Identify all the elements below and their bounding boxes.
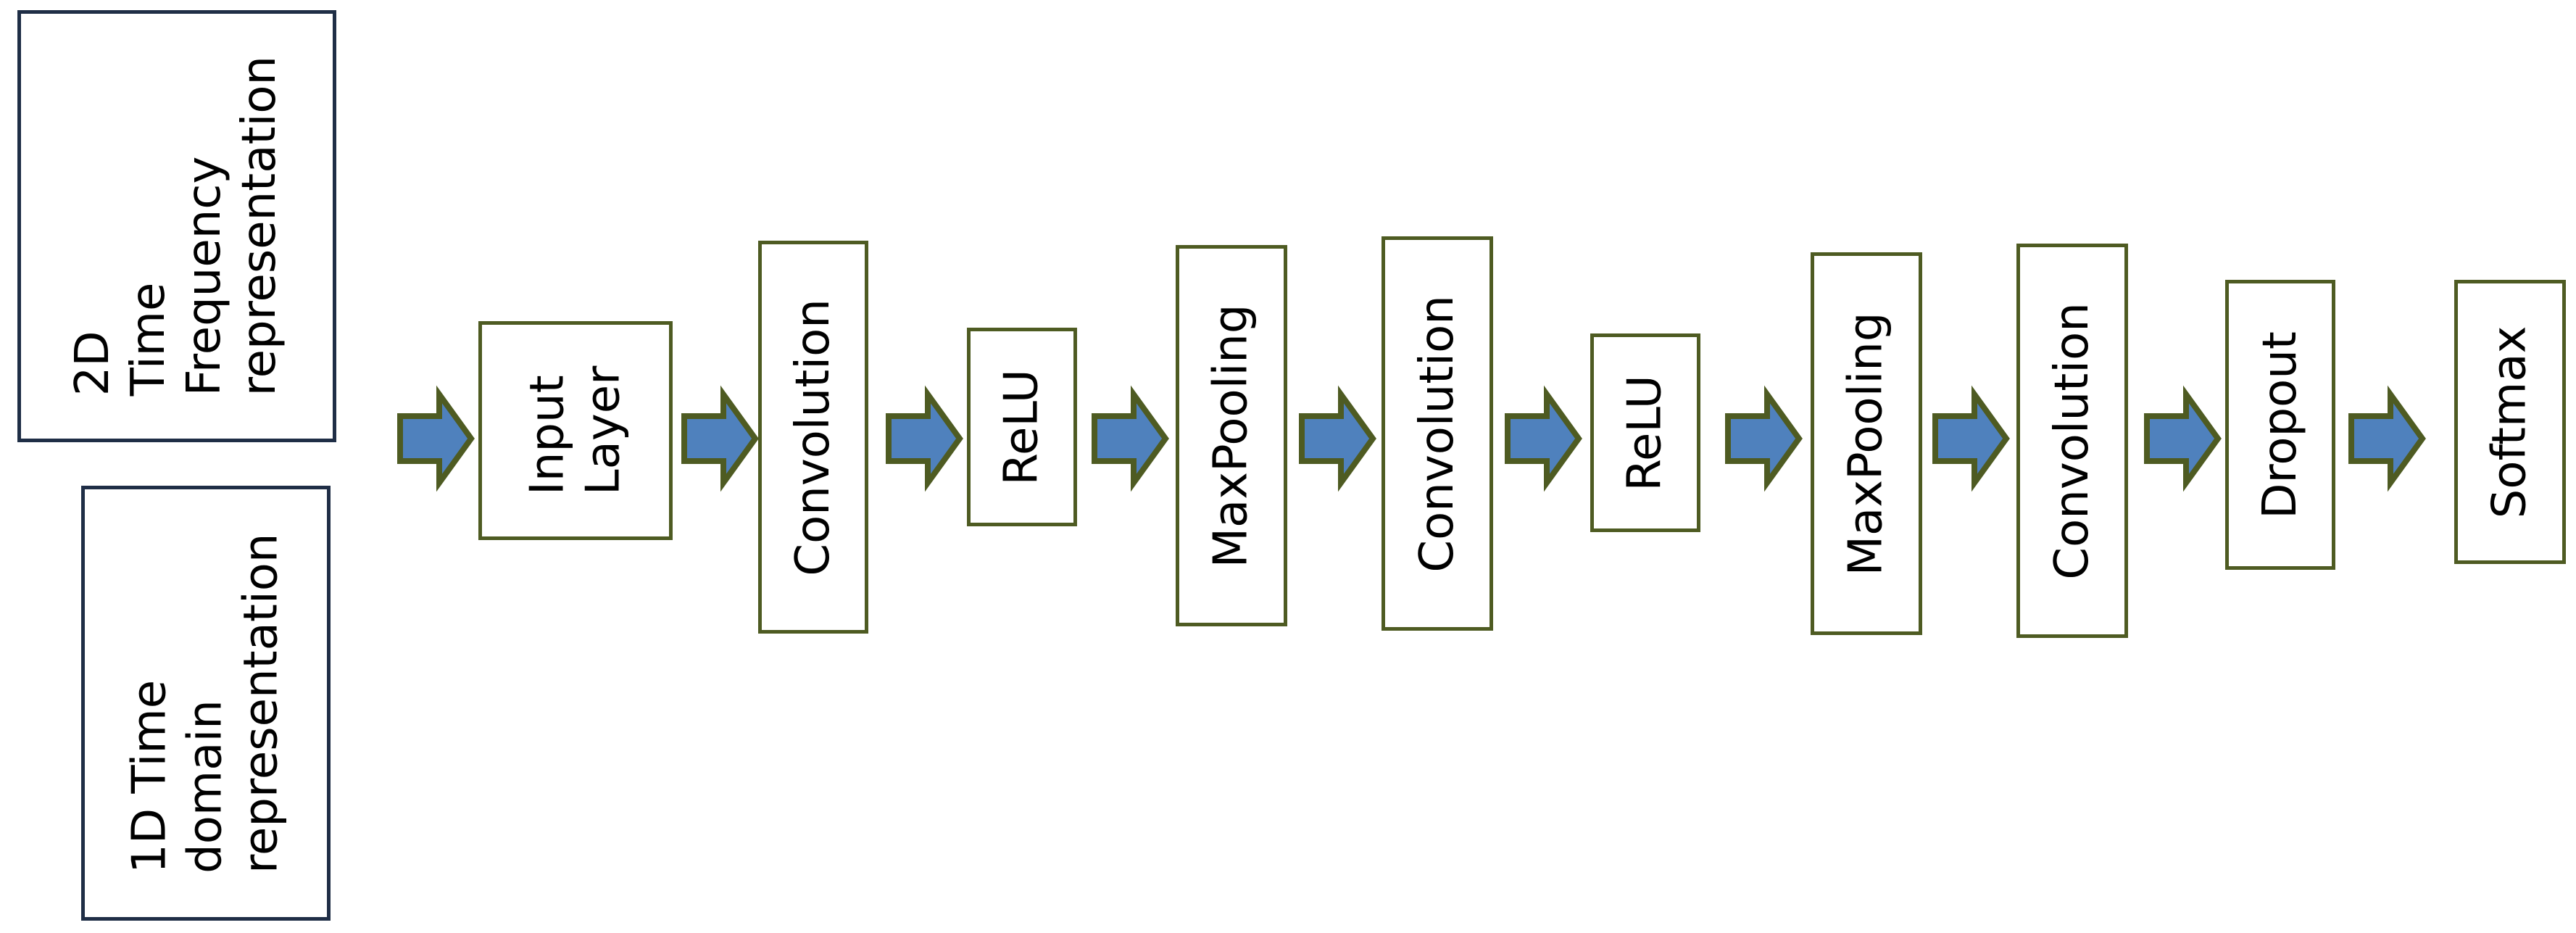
layer-convolution-3: Convolution <box>2016 244 2128 638</box>
input-2d-line: Time <box>122 283 176 397</box>
layer-label: MaxPooling <box>1839 312 1895 576</box>
right-arrow-icon <box>2144 385 2222 492</box>
layer-label-line: MaxPooling <box>1204 304 1258 568</box>
right-arrow-icon <box>397 385 475 492</box>
layer-label-line: ReLU <box>994 368 1049 486</box>
layer-dropout: Dropout <box>2225 280 2335 570</box>
layer-label-line: Layer <box>576 365 630 496</box>
input-1d-line: representation <box>234 533 288 874</box>
layer-input-layer: Input Layer <box>478 321 673 540</box>
layer-relu-2: ReLU <box>1590 333 1700 532</box>
input-1d-line: 1D Time <box>122 679 177 874</box>
layer-label-line: ReLU <box>1618 374 1672 492</box>
layer-label: Convolution <box>1410 295 1466 572</box>
right-arrow-icon <box>2348 385 2426 492</box>
layer-maxpooling-1: MaxPooling <box>1176 245 1287 626</box>
layer-label: Input Layer <box>520 366 631 495</box>
layer-relu-1: ReLU <box>967 328 1077 526</box>
input-1d-line: domain <box>178 699 233 874</box>
layer-label: Convolution <box>786 299 842 576</box>
input-2d-line: Frequency <box>178 157 231 397</box>
right-arrow-icon <box>886 385 963 492</box>
layer-label-line: Input <box>520 375 575 496</box>
layer-label-line: Convolution <box>786 298 840 576</box>
layer-label: Dropout <box>2253 331 2309 519</box>
right-arrow-icon <box>1092 385 1169 492</box>
right-arrow-icon <box>681 385 759 492</box>
right-arrow-icon <box>1725 385 1803 492</box>
layer-label: MaxPooling <box>1204 304 1260 568</box>
layer-label: Convolution <box>2045 302 2101 579</box>
right-arrow-icon <box>1505 385 1582 492</box>
input-1d-label: 1D Time domain representation <box>122 533 289 873</box>
layer-label: ReLU <box>994 369 1050 485</box>
input-2d-time-frequency: 2D Time Frequency representation <box>17 10 336 442</box>
input-2d-line: representation <box>233 56 287 397</box>
layer-label: ReLU <box>1618 375 1674 491</box>
layer-convolution-1: Convolution <box>758 241 868 634</box>
input-1d-time-domain: 1D Time domain representation <box>81 486 331 921</box>
layer-label-line: Convolution <box>2045 302 2099 580</box>
layer-convolution-2: Convolution <box>1382 236 1493 631</box>
layer-softmax: Softmax <box>2454 280 2566 564</box>
input-2d-line: 2D <box>66 331 120 397</box>
layer-label-line: Softmax <box>2482 325 2537 518</box>
layer-label-line: Dropout <box>2253 331 2307 519</box>
layer-label-line: Convolution <box>1410 294 1464 573</box>
right-arrow-icon <box>1932 385 2010 492</box>
input-2d-label: 2D Time Frequency representation <box>65 56 288 396</box>
layer-maxpooling-2: MaxPooling <box>1811 252 1922 635</box>
layer-label-line: MaxPooling <box>1839 312 1893 576</box>
right-arrow-icon <box>1299 385 1376 492</box>
layer-label: Softmax <box>2482 325 2538 518</box>
